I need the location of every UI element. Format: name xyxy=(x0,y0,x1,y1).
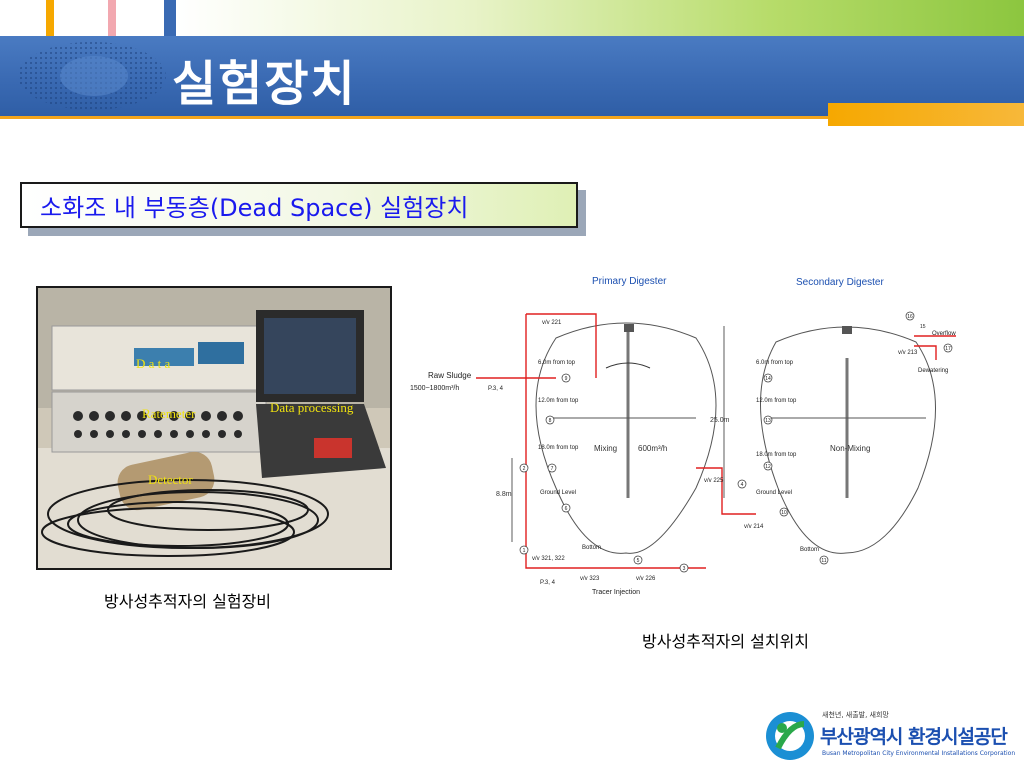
equipment-photo: D a t a Ratemeter Data processing Detect… xyxy=(36,286,392,570)
height-25-label: 25.0m xyxy=(710,417,730,424)
mixing-label: Mixing xyxy=(594,444,617,453)
p18-label: 18.0m from top xyxy=(538,445,579,451)
vv323-label: v/v 323 xyxy=(580,576,600,582)
marker-n5: 5 xyxy=(637,558,640,564)
deco-bar-orange xyxy=(46,0,54,36)
top-gradient xyxy=(176,0,1024,36)
marker-n16: 16 xyxy=(907,314,913,320)
marker-n17: 17 xyxy=(945,346,951,352)
org-logo: 새천년, 새출발, 새희망 부산광역시 환경시설공단 Busan Metropo… xyxy=(764,708,1018,764)
deco-bar-blue xyxy=(164,0,176,36)
orange-accent xyxy=(828,103,1024,126)
marker-n15: 15 xyxy=(920,324,926,330)
deco-bar-pink xyxy=(108,0,116,36)
tracer-injection-label: Tracer Injection xyxy=(592,589,640,596)
marker-n6: 6 xyxy=(565,506,568,512)
overflow-label: Overflow xyxy=(932,331,956,337)
ground-level-secondary: Ground Level xyxy=(756,490,792,496)
photo-label-data-processing: Data processing xyxy=(270,400,354,415)
marker-n12: 12 xyxy=(765,464,771,470)
marker-n14: 14 xyxy=(765,376,771,382)
ground-level-primary: Ground Level xyxy=(540,490,576,496)
primary-cap xyxy=(624,324,634,332)
logo-name: 부산광역시 환경시설공단 xyxy=(820,726,1008,748)
height-8-label: 8.8m xyxy=(496,491,512,498)
secondary-cap xyxy=(842,326,852,334)
primary-tank xyxy=(535,322,717,554)
marker-n7: 7 xyxy=(551,466,554,472)
vv321-label: v/v 321, 322 xyxy=(532,556,565,562)
bottom-primary: Bottom xyxy=(582,545,601,551)
photo-label-detector: Detector xyxy=(148,472,193,487)
org-emblem-icon xyxy=(766,712,814,760)
secondary-digester-title: Secondary Digester xyxy=(796,277,884,288)
pipe-network xyxy=(476,313,956,569)
marker-n2: 2 xyxy=(523,466,526,472)
logo-tagline: 새천년, 새출발, 새희망 xyxy=(822,711,889,719)
p12-label: 12.0m from top xyxy=(538,398,579,404)
title-band-gap xyxy=(0,116,1024,126)
photo-label-ratemeter: Ratemeter xyxy=(142,406,196,421)
pump-label-bottom: P.3, 4 xyxy=(540,580,556,586)
logo-english: Busan Metropolitan City Environmental In… xyxy=(822,750,1016,757)
marker-n10: 10 xyxy=(781,510,787,516)
bottom-secondary: Bottom xyxy=(800,547,819,553)
marker-n11: 11 xyxy=(821,558,826,564)
s6-label: 6.0m from top xyxy=(756,360,794,366)
vv214-label: v/v 214 xyxy=(744,524,764,530)
marker-n3: 3 xyxy=(683,566,686,572)
photo-label-data: D a t a xyxy=(136,356,171,371)
non-mixing-label: Non-Mixing xyxy=(830,444,870,453)
vv225-label: v/v 225 xyxy=(704,478,724,484)
primary-flow-arc xyxy=(605,362,651,369)
vv226-label: v/v 226 xyxy=(636,576,656,582)
primary-digester-title: Primary Digester xyxy=(592,276,667,287)
dewatering-label: Dewatering xyxy=(918,368,948,374)
s12-label: 12.0m from top xyxy=(756,398,797,404)
title-band xyxy=(0,36,1024,116)
marker-n9: 9 xyxy=(565,376,568,382)
vv221-label: v/v 221 xyxy=(542,320,562,326)
marker-n1: 1 xyxy=(523,548,526,554)
flow-rate-label: 1500~1800m³/h xyxy=(410,385,459,392)
mixing-rate-label: 600m³/h xyxy=(638,444,667,453)
pump-label-top: P.3, 4 xyxy=(488,386,504,392)
vv213-label: v/v 213 xyxy=(898,350,918,356)
s18-label: 18.0m from top xyxy=(756,452,797,458)
p6-label: 6.0m from top xyxy=(538,360,576,366)
dot-pattern-icon xyxy=(18,42,166,110)
photo-caption: 방사성추적자의 실험장비 xyxy=(104,592,272,611)
page-title: 실험장치 xyxy=(172,56,357,112)
marker-n4: 4 xyxy=(741,482,744,488)
marker-n13: 13 xyxy=(765,418,771,424)
marker-n8: 8 xyxy=(549,418,552,424)
diagram-caption: 방사성추적자의 설치위치 xyxy=(642,632,810,651)
equipment-illustration xyxy=(38,288,390,568)
subtitle-text: 소화조 내 부동층(Dead Space) 실험장치 xyxy=(40,193,469,222)
digester-diagram: Primary Digester Secondary Digester Mixi… xyxy=(410,276,956,596)
raw-sludge-label: Raw Sludge xyxy=(428,371,472,380)
secondary-tank xyxy=(760,326,936,554)
title-underline xyxy=(0,116,1024,119)
subtitle-box: 소화조 내 부동층(Dead Space) 실험장치 xyxy=(20,182,578,228)
